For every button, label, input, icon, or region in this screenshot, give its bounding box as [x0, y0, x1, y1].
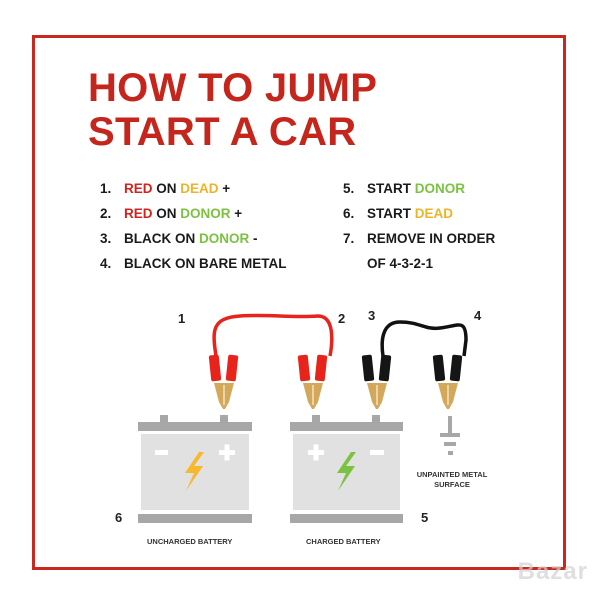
- plus-icon: [219, 444, 235, 461]
- plus-icon: [308, 444, 324, 461]
- ground-label-line1: UNPAINTED METAL: [417, 470, 488, 479]
- battery-number-6: 6: [115, 510, 122, 525]
- minus-icon: [155, 450, 168, 455]
- charged-battery: [290, 415, 403, 523]
- step-6: 6.START DEAD: [343, 206, 454, 221]
- black-cable: [380, 320, 468, 357]
- step-2: 2.RED ON DONOR +: [100, 206, 243, 221]
- frame-border: [32, 35, 566, 570]
- step-3: 3.BLACK ON DONOR -: [100, 231, 258, 246]
- red-clamp-2-icon: [297, 354, 328, 409]
- step-7: 7.REMOVE IN ORDER: [343, 231, 496, 246]
- uncharged-battery: [138, 415, 252, 523]
- battery-number-5: 5: [421, 510, 428, 525]
- uncharged-battery-label: UNCHARGED BATTERY: [147, 537, 232, 546]
- ground-label-line2: SURFACE: [434, 480, 470, 489]
- lightning-yellow-icon: [185, 452, 204, 491]
- clamp-number-4: 4: [474, 308, 482, 323]
- red-cable: [212, 313, 334, 357]
- step-7-cont: OF 4-3-2-1: [367, 256, 434, 271]
- black-clamp-3-icon: [361, 354, 392, 409]
- watermark: Bazar: [517, 558, 588, 585]
- steps-right: 5.START DONOR 6.START DEAD 7.REMOVE IN O…: [343, 176, 495, 276]
- step-5: 5.START DONOR: [343, 181, 465, 196]
- clamp-number-1: 1: [178, 311, 185, 326]
- step-4: 4.BLACK ON BARE METAL: [100, 256, 287, 271]
- lightning-green-icon: [337, 452, 356, 491]
- charged-battery-label: CHARGED BATTERY: [306, 537, 381, 546]
- minus-icon: [370, 450, 384, 455]
- step-1: 1.RED ON DEAD +: [100, 181, 231, 196]
- red-clamp-1-icon: [208, 354, 239, 409]
- steps-left: 1.RED ON DEAD + 2.RED ON DONOR + 3.BLACK…: [100, 176, 287, 276]
- black-clamp-4-icon: [432, 354, 463, 409]
- clamp-number-3: 3: [368, 308, 375, 323]
- ground-icon: [440, 416, 460, 455]
- clamp-number-2: 2: [338, 311, 345, 326]
